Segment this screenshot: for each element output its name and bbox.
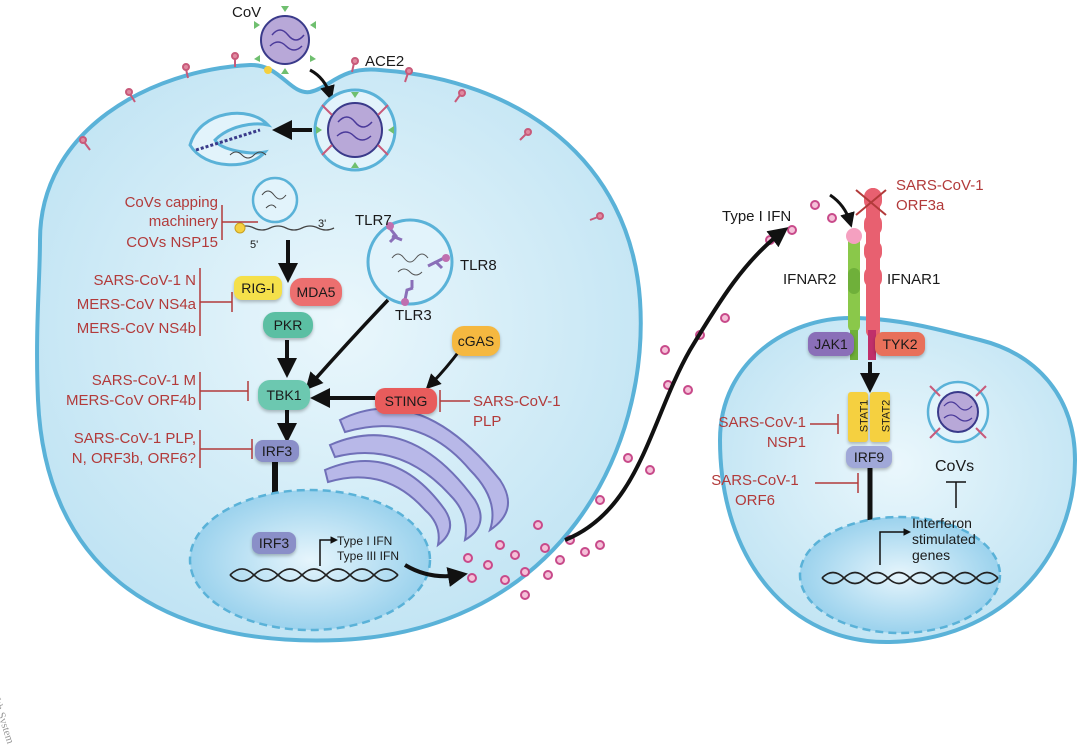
label-orf6-inhib-2: ORF6 — [734, 492, 775, 509]
protein-irf3-cytoplasm: IRF3 — [255, 440, 299, 462]
label-rigi-inhib-1: SARS-CoV-1 N — [93, 272, 196, 289]
dna-right — [821, 571, 999, 585]
intracellular-virus-right — [926, 380, 990, 444]
tlr-endosome — [366, 218, 454, 306]
dna-left — [229, 568, 399, 582]
protein-sting: STING — [375, 388, 437, 414]
label-3prime: 3' — [318, 218, 327, 230]
endosome-virus — [313, 88, 397, 172]
golgi-apparatus — [323, 407, 509, 548]
secretion-arrow — [564, 227, 789, 542]
label-isg-3: genes — [912, 547, 951, 563]
protein-stat2: STAT2 — [880, 399, 893, 433]
label-tlr8: TLR8 — [460, 257, 497, 274]
nucleus-left — [188, 488, 432, 632]
protein-irf3-nucleus: IRF3 — [252, 532, 296, 554]
protein-rig-i: RIG-I — [234, 276, 282, 300]
ifnar-receptors — [846, 188, 887, 360]
label-ifnar1: IFNAR1 — [887, 271, 941, 288]
label-type-iii-ifn: Type III IFN — [337, 549, 400, 563]
label-covs: CoVs — [935, 458, 975, 475]
protein-jak1: JAK1 — [808, 332, 854, 356]
label-rigi-inhib-3: MERS-CoV NS4b — [76, 320, 196, 337]
rna-vesicle — [251, 176, 299, 224]
label-type-i-ifn-out: Type I IFN — [722, 208, 792, 225]
entry-arrow — [309, 68, 335, 101]
label-nsp1-inhib-2: NSP1 — [766, 434, 806, 451]
label-sting-inhib-1: SARS-CoV-1 — [473, 393, 561, 410]
label-cov: CoV — [232, 4, 262, 21]
label-capping-line2: machinery — [148, 213, 218, 230]
label-tbk1-inhib-1: SARS-CoV-1 M — [91, 372, 196, 389]
label-tlr3: TLR3 — [395, 307, 432, 324]
diagram-artwork — [35, 6, 1078, 645]
uncoating-vesicle — [188, 111, 273, 167]
label-orf3a-1: SARS-CoV-1 — [896, 177, 984, 194]
label-nsp15: COVs NSP15 — [126, 234, 218, 251]
protein-cgas: cGAS — [452, 326, 500, 356]
label-tbk1-inhib-2: MERS-CoV ORF4b — [65, 392, 196, 409]
label-capping-line1: CoVs capping — [124, 194, 218, 211]
label-isg-1: Interferon — [912, 515, 972, 531]
protein-irf9: IRF9 — [846, 446, 892, 468]
label-ace2: ACE2 — [365, 53, 405, 70]
ifn-dots-exit — [463, 200, 837, 600]
label-irf3-inhib-2: N, ORF3b, ORF6? — [71, 450, 196, 467]
label-nsp1-inhib-1: SARS-CoV-1 — [718, 414, 806, 431]
protein-tyk2: TYK2 — [875, 332, 925, 356]
label-orf6-inhib-1: SARS-CoV-1 — [711, 472, 799, 489]
protein-pkr: PKR — [263, 312, 313, 338]
label-orf3a-2: ORF3a — [896, 197, 945, 214]
inhibitor-bars-left — [199, 268, 470, 468]
label-irf3-inhib-1: SARS-CoV-1 PLP, — [73, 430, 196, 447]
nucleus-right — [798, 515, 1002, 635]
rna-cap — [234, 222, 246, 234]
viral-rna-strand — [237, 225, 335, 231]
label-type-i-ifn: Type I IFN — [337, 534, 393, 548]
protein-stat1-box: STAT1 — [848, 392, 870, 442]
label-tlr7: TLR7 — [355, 212, 392, 229]
inhibitor-bars-right — [810, 414, 859, 493]
label-isg-2: stimulated — [912, 531, 976, 547]
protein-mda5: MDA5 — [290, 278, 342, 306]
diagram: CoV ACE2 CoVs capping machinery COVs NSP… — [0, 4, 1078, 745]
incoming-virus — [254, 6, 316, 74]
protein-tbk1: TBK1 — [258, 380, 310, 410]
label-rigi-inhib-2: MERS-CoV NS4a — [76, 296, 196, 313]
tlr-to-tbk1-arrow — [305, 298, 390, 391]
protein-stat2-box: STAT2 — [870, 392, 892, 442]
label-sting-inhib-2: PLP — [473, 413, 502, 430]
label-5prime: 5' — [250, 239, 259, 251]
label-ifnar2: IFNAR2 — [783, 271, 837, 288]
ace2-receptors — [79, 52, 604, 221]
